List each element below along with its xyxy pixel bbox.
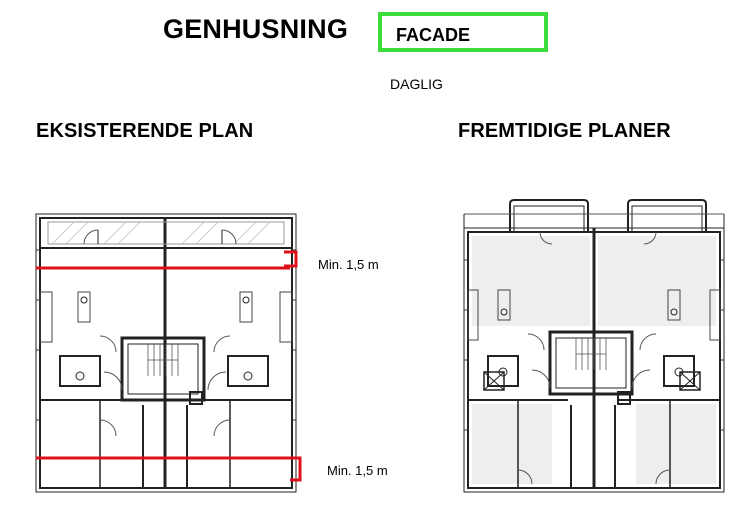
existing-plan-heading: EKSISTERENDE PLAN	[36, 120, 254, 142]
dimension-label-bottom: Min. 1,5 m	[327, 463, 388, 478]
dimension-line-top	[36, 250, 298, 270]
future-plan-heading: FREMTIDIGE PLANER	[458, 120, 671, 142]
daglig-label: DAGLIG	[390, 76, 443, 92]
facade-option-button[interactable]: FACADE	[378, 12, 548, 52]
facade-option-label: FACADE	[396, 25, 471, 45]
dimension-line-bottom	[36, 456, 302, 482]
dimension-label-top: Min. 1,5 m	[318, 257, 379, 272]
page-title: GENHUSNING	[163, 14, 349, 44]
